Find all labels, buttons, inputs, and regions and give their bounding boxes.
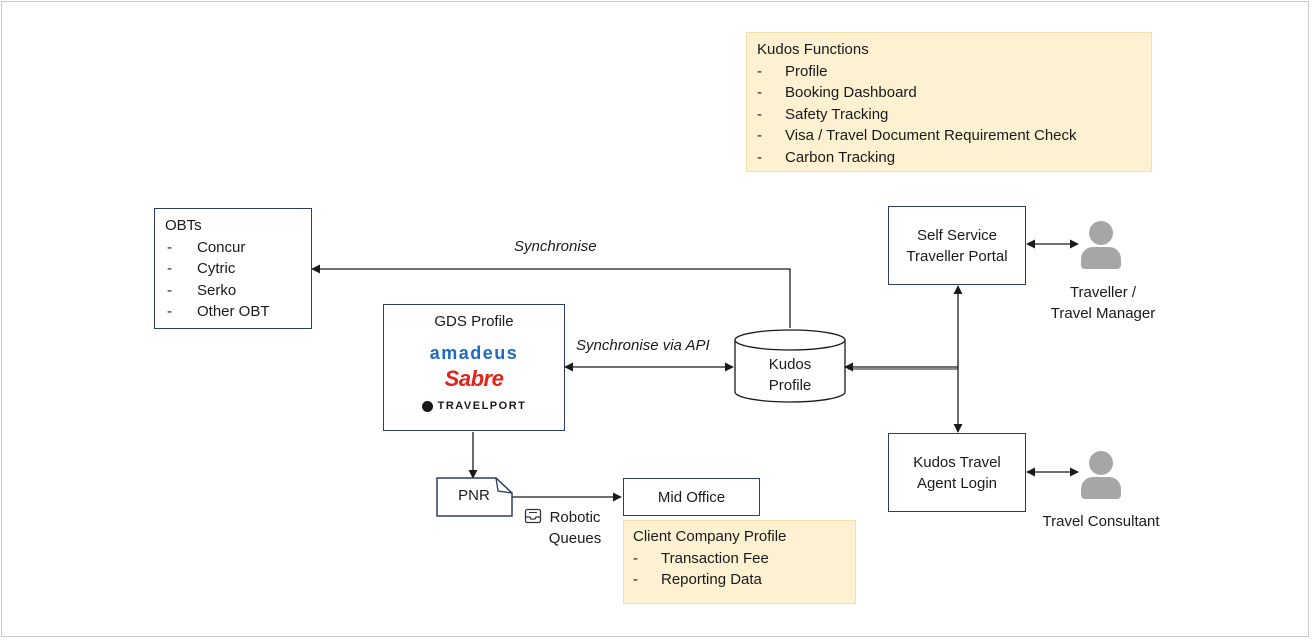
inbox-icon <box>524 508 542 524</box>
agent-login-box: Kudos Travel Agent Login <box>888 433 1026 512</box>
client-profile-title: Client Company Profile <box>633 528 787 545</box>
sabre-logo: Sabre <box>444 366 504 391</box>
travelport-icon <box>421 400 433 412</box>
traveller-label: Traveller / Travel Manager <box>1050 284 1156 322</box>
pnr-label: PNR <box>458 487 490 504</box>
self-service-portal-box: Self Service Traveller Portal <box>888 206 1026 285</box>
travelport-logo: TRAVELPORT <box>384 400 564 412</box>
list-item: -Other OBT <box>167 303 270 320</box>
obts-box: OBTs -Concur -Cytric -Serko -Other OBT <box>154 208 312 329</box>
gds-profile-box: GDS Profile amadeus Sabre TRAVELPORT <box>383 304 565 431</box>
list-item: -Serko <box>167 281 237 299</box>
consultant-label: Travel Consultant <box>1042 513 1160 530</box>
person-icon <box>1080 221 1122 269</box>
synchronise-label: Synchronise <box>514 238 597 255</box>
pnr-document-icon <box>436 477 513 517</box>
obts-title: OBTs <box>165 217 202 234</box>
list-item: -Carbon Tracking <box>757 148 896 166</box>
list-item: -Profile <box>757 62 828 80</box>
gds-title: GDS Profile <box>434 313 514 330</box>
kudos-functions-note: Kudos Functions -Profile -Booking Dashbo… <box>746 32 1152 172</box>
robotic-queues-label: Robotic Queues <box>548 509 602 547</box>
kudos-profile-database-icon <box>734 329 846 403</box>
list-item: -Cytric <box>167 260 236 277</box>
list-item: -Booking Dashboard <box>757 84 917 101</box>
amadeus-logo: amadeus <box>429 343 519 363</box>
client-company-profile-note: Client Company Profile -Transaction Fee … <box>623 520 856 604</box>
list-item: -Reporting Data <box>633 571 762 588</box>
sync-obt-line <box>311 264 791 328</box>
mid-office-box: Mid Office <box>623 478 760 516</box>
list-item: -Visa / Travel Document Requirement Chec… <box>757 127 1077 144</box>
synchronise-api-label: Synchronise via API <box>576 337 710 354</box>
list-item: -Transaction Fee <box>633 549 769 567</box>
person-icon <box>1080 451 1122 499</box>
list-item: -Concur <box>167 238 246 256</box>
kudos-profile-label: Kudos Profile <box>768 356 812 394</box>
list-item: -Safety Tracking <box>757 105 889 123</box>
kudos-functions-title: Kudos Functions <box>757 41 869 58</box>
